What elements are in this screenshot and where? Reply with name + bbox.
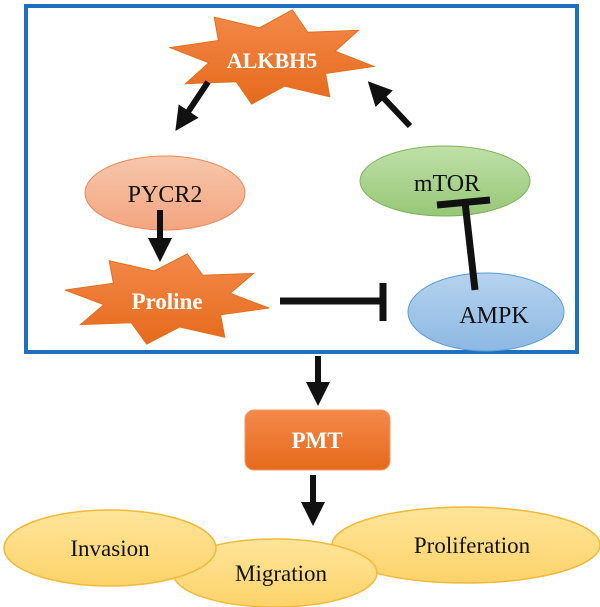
proline-star [64, 253, 270, 345]
pycr2-node [84, 155, 246, 231]
pmt-node [244, 409, 391, 471]
mtor-label: mTOR [414, 171, 480, 197]
proliferation-label: Proliferation [414, 533, 531, 558]
pmt-label: PMT [291, 428, 342, 453]
alkbh5-star [168, 9, 376, 105]
alkbh5-label: ALKBH5 [227, 48, 317, 73]
inhibit-ampk-mtor [461, 201, 479, 291]
inhibit-bar-mtor [436, 196, 491, 209]
invasion-node [3, 509, 217, 587]
proline-label: Proline [131, 289, 202, 314]
invasion-label: Invasion [70, 536, 150, 561]
pycr2-label: PYCR2 [128, 182, 203, 208]
arrow-mtor-alkbh5 [367, 81, 413, 129]
ampk-node [407, 272, 565, 352]
ampk-label: AMPK [459, 303, 529, 329]
loop-frame [24, 4, 579, 354]
arrow-alkbh5-pycr2 [175, 80, 211, 131]
migration-label: Migration [235, 561, 327, 586]
